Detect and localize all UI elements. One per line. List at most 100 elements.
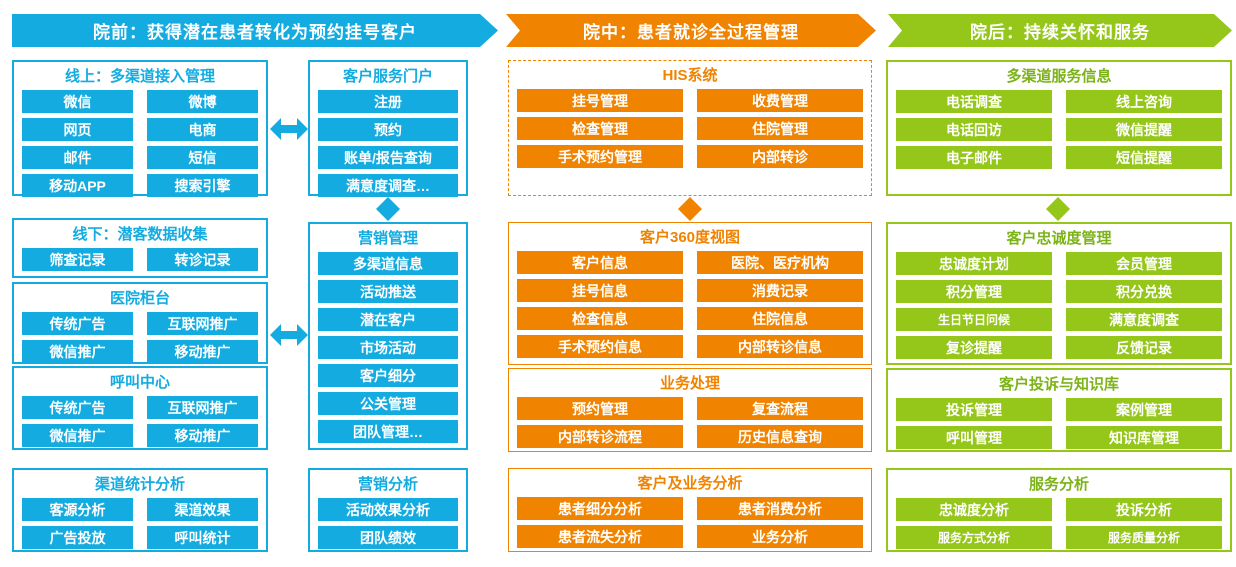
node-sms: 短信 — [147, 146, 258, 169]
node-review-process: 复查流程 — [697, 397, 863, 420]
node-ecommerce: 电商 — [147, 118, 258, 141]
section-multichannel-service-info-title: 多渠道服务信息 — [1006, 68, 1112, 85]
section-customer-360-view-title: 客户360度视图 — [639, 229, 741, 246]
node-email: 邮件 — [22, 146, 133, 169]
banner-in-hospital-label: 院中：患者就诊全过程管理 — [583, 23, 799, 42]
node-birthday-holiday-greetings: 生日节日问候 — [896, 308, 1052, 331]
section-customer-portal: 客户服务门户 注册 预约 账单/报告查询 满意度调查… — [308, 60, 468, 197]
node-complaint-analysis: 投诉分析 — [1066, 498, 1222, 521]
section-business-process-title: 业务处理 — [659, 375, 720, 392]
node-internet-promo: 互联网推广 — [147, 396, 258, 419]
node-case-mgmt: 案例管理 — [1066, 398, 1222, 421]
arrow-right-head-icon — [297, 118, 308, 140]
banner-pre-hospital-label: 院前：获得潜在患者转化为预约挂号客户 — [93, 23, 417, 42]
section-marketing-management-grid: 多渠道信息 活动推送 潜在客户 市场活动 客户细分 公关管理 团队管理… — [318, 252, 458, 443]
node-wechat: 微信 — [22, 90, 133, 113]
section-his-system-grid: 挂号管理 收费管理 检查管理 住院管理 手术预约管理 内部转诊 — [517, 89, 863, 168]
node-ad-placement: 广告投放 — [22, 526, 133, 549]
node-mobile-promo: 移动推广 — [147, 424, 258, 447]
node-revisit-reminder: 复诊提醒 — [896, 336, 1052, 359]
section-hospital-counter-grid: 传统广告 互联网推广 微信推广 移动推广 — [22, 312, 258, 363]
section-loyalty-management-title: 客户忠诚度管理 — [1006, 230, 1112, 247]
section-marketing-management-title: 营销管理 — [357, 230, 418, 247]
arrow-up-head-icon — [376, 197, 400, 209]
node-online-consultation: 线上咨询 — [1066, 90, 1222, 113]
node-service-quality-analysis: 服务质量分析 — [1066, 526, 1222, 549]
section-business-process: 业务处理 预约管理 复查流程 内部转诊流程 历史信息查询 — [508, 368, 872, 452]
section-service-analysis-grid: 忠诚度分析 投诉分析 服务方式分析 服务质量分析 — [896, 498, 1222, 549]
node-sms-reminder: 短信提醒 — [1066, 146, 1222, 169]
node-business-analysis: 业务分析 — [697, 525, 863, 548]
node-wechat-reminder: 微信提醒 — [1066, 118, 1222, 141]
section-loyalty-management: 客户忠诚度管理 忠诚度计划 会员管理 积分管理 积分兑换 生日节日问候 满意度调… — [886, 222, 1232, 365]
node-billing-mgmt: 收费管理 — [697, 89, 863, 112]
node-mobile-app: 移动APP — [22, 174, 133, 197]
arrow-left-head-icon — [270, 118, 281, 140]
node-satisfaction-survey: 满意度调查 — [1066, 308, 1222, 331]
node-service-method-analysis: 服务方式分析 — [896, 526, 1052, 549]
arrow-down-head-icon — [1046, 209, 1070, 221]
arrow-bar — [280, 331, 298, 339]
section-online-channels: 线上：多渠道接入管理 微信 微博 网页 电商 邮件 短信 移动APP 搜索引擎 — [12, 60, 268, 197]
banner-in-hospital: 院中：患者就诊全过程管理 — [506, 14, 876, 47]
section-business-process-grid: 预约管理 复查流程 内部转诊流程 历史信息查询 — [517, 397, 863, 448]
section-customer-portal-grid: 注册 预约 账单/报告查询 满意度调查… — [318, 90, 458, 197]
node-internet-promo: 互联网推广 — [147, 312, 258, 335]
section-marketing-analysis-title: 营销分析 — [357, 476, 418, 493]
node-feedback-records: 反馈记录 — [1066, 336, 1222, 359]
node-patient-consumption-analysis: 患者消费分析 — [697, 497, 863, 520]
node-mobile-promo: 移动推广 — [147, 340, 258, 363]
section-offline-data-grid: 筛查记录 转诊记录 — [22, 248, 258, 271]
node-customer-source-analysis: 客源分析 — [22, 498, 133, 521]
section-complaints-knowledge-base-title: 客户投诉与知识库 — [998, 376, 1119, 393]
node-customer-segmentation: 客户细分 — [318, 364, 458, 387]
section-call-center: 呼叫中心 传统广告 互联网推广 微信推广 移动推广 — [12, 366, 268, 450]
banner-post-hospital: 院后：持续关怀和服务 — [888, 14, 1232, 47]
node-patient-churn-analysis: 患者流失分析 — [517, 525, 683, 548]
node-call-stats: 呼叫统计 — [147, 526, 258, 549]
node-consumption-records: 消费记录 — [697, 279, 863, 302]
node-inpatient-mgmt: 住院管理 — [697, 117, 863, 140]
arrow-up-head-icon — [678, 197, 702, 209]
node-wechat-promo: 微信推广 — [22, 340, 133, 363]
node-referral-records: 转诊记录 — [147, 248, 258, 271]
node-pr-management: 公关管理 — [318, 392, 458, 415]
node-campaign-push: 活动推送 — [318, 280, 458, 303]
arrow-bar — [280, 125, 298, 133]
section-channel-stats-title: 渠道统计分析 — [94, 476, 185, 493]
node-loyalty-program: 忠诚度计划 — [896, 252, 1052, 275]
section-service-analysis-title: 服务分析 — [1028, 476, 1089, 493]
node-registration-info: 挂号信息 — [517, 279, 683, 302]
section-customer-business-analysis-title: 客户及业务分析 — [637, 475, 743, 492]
horizontal-double-arrow-icon — [270, 324, 308, 346]
node-surgery-appointment-info: 手术预约信息 — [517, 335, 683, 358]
section-channel-stats-grid: 客源分析 渠道效果 广告投放 呼叫统计 — [22, 498, 258, 549]
vertical-double-arrow-icon — [376, 197, 400, 221]
section-call-center-title: 呼叫中心 — [109, 374, 170, 391]
node-search-engine: 搜索引擎 — [147, 174, 258, 197]
section-hospital-counter-title: 医院柜台 — [109, 290, 170, 307]
section-customer-360-view: 客户360度视图 客户信息 医院、医疗机构 挂号信息 消费记录 检查信息 住院信… — [508, 222, 872, 365]
node-traditional-ads: 传统广告 — [22, 312, 133, 335]
arrow-up-head-icon — [1046, 197, 1070, 209]
node-campaign-effect-analysis: 活动效果分析 — [318, 498, 458, 521]
section-online-channels-grid: 微信 微博 网页 电商 邮件 短信 移动APP 搜索引擎 — [22, 90, 258, 197]
arrow-down-head-icon — [678, 209, 702, 221]
node-register: 注册 — [318, 90, 458, 113]
section-channel-stats: 渠道统计分析 客源分析 渠道效果 广告投放 呼叫统计 — [12, 468, 268, 552]
node-bill-report-query: 账单/报告查询 — [318, 146, 458, 169]
node-internal-referral-process: 内部转诊流程 — [517, 425, 683, 448]
node-weibo: 微博 — [147, 90, 258, 113]
arrow-left-head-icon — [270, 324, 281, 346]
node-membership-mgmt: 会员管理 — [1066, 252, 1222, 275]
node-team-management: 团队管理… — [318, 420, 458, 443]
node-surgery-appointment-mgmt: 手术预约管理 — [517, 145, 683, 168]
section-service-analysis: 服务分析 忠诚度分析 投诉分析 服务方式分析 服务质量分析 — [886, 468, 1232, 552]
section-his-system: HIS系统 挂号管理 收费管理 检查管理 住院管理 手术预约管理 内部转诊 — [508, 60, 872, 196]
section-complaints-knowledge-base: 客户投诉与知识库 投诉管理 案例管理 呼叫管理 知识库管理 — [886, 368, 1232, 452]
section-complaints-knowledge-base-grid: 投诉管理 案例管理 呼叫管理 知识库管理 — [896, 398, 1222, 449]
section-hospital-counter: 医院柜台 传统广告 互联网推广 微信推广 移动推广 — [12, 282, 268, 364]
node-traditional-ads: 传统广告 — [22, 396, 133, 419]
node-internal-referral: 内部转诊 — [697, 145, 863, 168]
arrow-right-head-icon — [297, 324, 308, 346]
